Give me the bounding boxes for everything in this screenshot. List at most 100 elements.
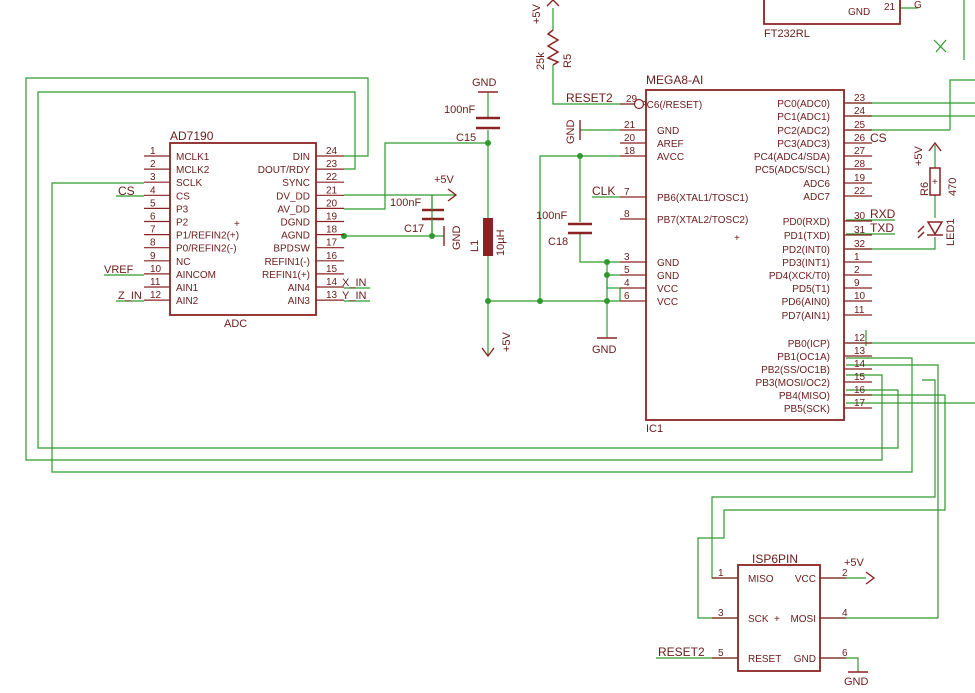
adc-pin-label: AIN1 [176,283,199,294]
mcu-pin-label: PD1(TXD) [784,231,830,242]
resistor-r5[interactable] [546,29,560,66]
adc-pin-number: 17 [326,238,338,249]
x-in-label: X_IN [342,277,367,289]
c17-value: 100nF [390,197,421,209]
mcu-pin-number: 10 [854,291,866,302]
r5-name: R5 [562,54,574,68]
rxd-label: RXD [870,207,896,221]
ft232-name: FT232RL [764,28,810,40]
adc-pin-label: DGND [281,218,310,229]
junctions [341,140,610,304]
mcu-pin-number: 1 [854,252,860,263]
isp-pin-label: VCC [795,574,816,585]
mcu-pin-number: 14 [854,359,866,370]
adc-pin-label: CS [176,191,190,202]
mcu-pin-number: 27 [854,146,866,157]
mcu-pin-number: 11 [854,305,865,316]
mcu-pin-number: 17 [854,398,866,409]
inductor-l1[interactable] [483,218,493,256]
adc-pin-label: SYNC [282,178,310,189]
mcu-pin-label: PD5(T1) [792,284,830,295]
adc-origin-mark: + [234,219,240,230]
txd-label: TXD [870,221,894,235]
adc-pin-number: 5 [150,198,156,209]
adc-pin-label: P0/REFIN2(-) [176,244,237,255]
mcu-value: MEGA8-AI [646,73,703,87]
mcu-pin-label: PB1(OC1A) [777,352,830,363]
mcu-pin-label: VCC [657,297,678,308]
adc-value: ADC [224,318,247,330]
mcu-pin-label: PC2(ADC2) [777,126,830,137]
isp-pin-label: MOSI [790,614,816,625]
mcu-origin-mark: + [734,233,740,244]
isp-pin-label: SCK [748,614,769,625]
adc-left-pins: 1MCLK12MCLK23SCLK4CS5P36P27P1/REFIN2(+)8… [144,146,239,307]
vcc-l1-label: +5V [501,331,513,352]
adc-pin-number: 6 [150,212,156,223]
adc-pin-number: 8 [150,238,156,249]
adc-pin-number: 24 [326,146,338,157]
mcu-pin-label: PB7(XTAL2/TOSC2) [657,215,748,226]
c18-value: 100nF [536,210,567,222]
r6-mark: + [932,177,938,188]
isp-pin-label: GND [794,654,816,665]
net-labels: GND GND GND GND GND +5V +5V +5V +5V +5V … [104,3,925,688]
adc-pin-number: 19 [326,212,338,223]
mcu-pin-number: 8 [624,209,630,220]
adc-pin-number: 14 [326,277,338,288]
mcu-pin-number: 24 [854,106,866,117]
l1-value: 10µH [495,229,507,256]
mcu-pin-label: PB4(MISO) [779,391,830,402]
isp-pin-number: 6 [842,648,848,659]
adc-pin-number: 7 [150,225,156,236]
mcu-right-pins: 23PC0(ADC0)24PC1(ADC1)25PC2(ADC2)26PC3(A… [754,93,872,415]
capacitor-c18[interactable] [568,222,592,235]
ft232-side-label: G [914,0,922,11]
clk-label: CLK [592,184,615,198]
mcu-pin-label: PD3(INT1) [782,258,830,269]
gnd-c18-label: GND [592,344,617,356]
z-in-label: Z_IN [118,290,142,302]
adc-pin-label: P2 [176,218,189,229]
adc-pin-number: 20 [326,198,338,209]
gnd-c17-label: GND [451,226,463,251]
isp-pin-number: 3 [718,608,724,619]
capacitor-c15[interactable] [476,116,500,130]
isp-pin-number: 4 [842,608,848,619]
c17-name: C17 [404,223,424,235]
adc-pin-label: AIN3 [288,296,311,307]
resistor-r6[interactable] [929,167,941,196]
power-symbols [443,0,942,673]
mcu-chip[interactable]: 29PC6(/RESET)21GND20AREF18AVCC7PB6(XTAL1… [620,73,872,435]
led-led1[interactable] [917,221,944,239]
adc-right-pins: 24DIN23DOUT/RDY22SYNC21DV_DD20AV_DD19DGN… [258,146,344,307]
isp-pin-label: MISO [748,574,774,585]
adc-pin-label: REFIN1(-) [264,257,310,268]
adc-pin-number: 2 [150,159,156,170]
adc-pin-number: 18 [326,225,338,236]
adc-pin-number: 21 [326,185,338,196]
adc-pin-label: AINCOM [176,270,216,281]
mcu-pin-label: AREF [657,139,684,150]
mcu-pin-number: 31 [854,225,866,236]
mcu-pin-label: PB6(XTAL1/TOSC1) [657,193,748,204]
reset2-mcu-label: RESET2 [566,91,613,105]
mcu-pin-number: 20 [624,133,636,144]
mcu-pin-number: 32 [854,239,866,250]
gnd-c15-label: GND [472,77,497,89]
mcu-pin-number: 12 [854,333,866,344]
capacitor-c17[interactable] [422,208,444,221]
adc-pin-label: DOUT/RDY [258,165,311,176]
adc-chip[interactable]: 1MCLK12MCLK23SCLK4CS5P36P27P1/REFIN2(+)8… [144,129,344,330]
mcu-pin-label: PD0(RXD) [783,217,830,228]
c15-name: C15 [456,132,476,144]
mcu-pin-label: PC5(ADC5/SCL) [755,165,830,176]
led1-name: LED1 [945,218,957,246]
ft232-chip[interactable]: GND 21 FT232RL G [763,0,922,40]
adc-pin-label: AIN2 [176,296,199,307]
adc-pin-label: MCLK1 [176,152,210,163]
mcu-pin-label: GND [657,258,679,269]
